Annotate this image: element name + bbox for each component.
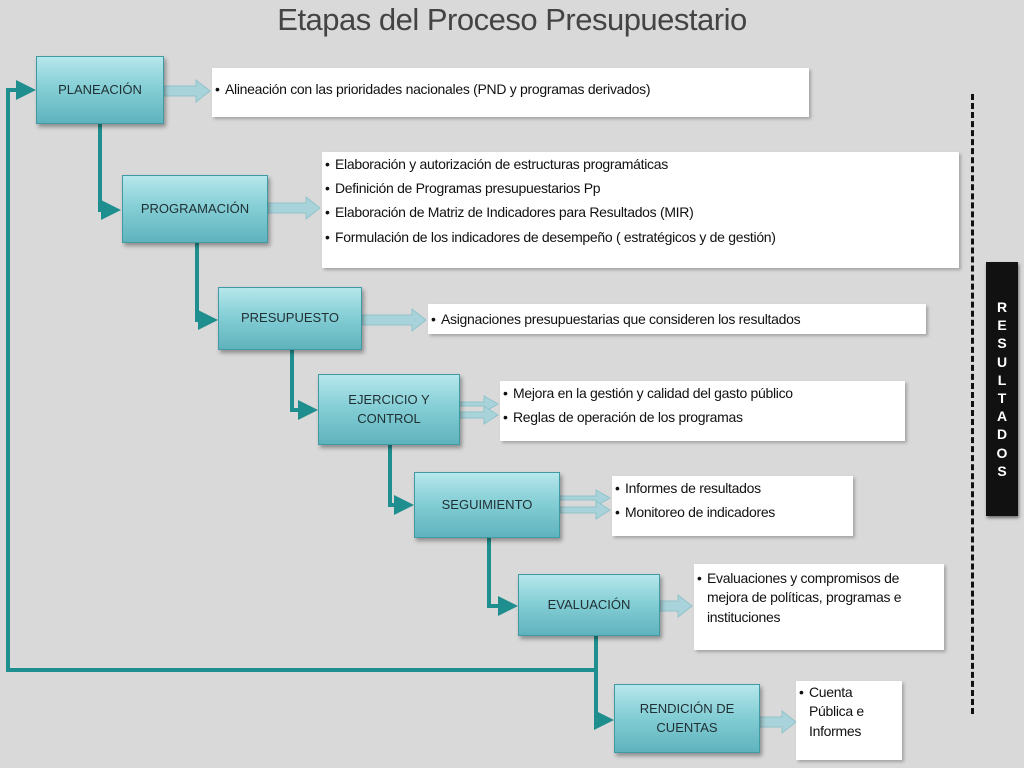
arrow-ejercicio-1	[459, 395, 500, 413]
results-divider-line	[971, 94, 974, 714]
desc-item: Definición de Programas presupuestarios …	[325, 179, 955, 197]
arrow-planeacion	[163, 78, 211, 104]
desc-item: Mejora en la gestión y calidad del gasto…	[503, 384, 901, 402]
arrow-seguimiento-1	[559, 489, 612, 507]
stage-label: PRESUPUESTO	[240, 310, 339, 326]
stage-label-line2: CUENTAS	[656, 719, 718, 735]
desc-item: Elaboración y autorización de estructura…	[325, 155, 955, 173]
desc-item: Monitoreo de indicadores	[615, 503, 849, 521]
desc-item: Cuenta Pública e Informes	[799, 683, 874, 741]
stage-programacion: PROGRAMACIÓN	[122, 175, 268, 243]
connector-planeacion-programacion	[98, 124, 121, 220]
desc-item: Elaboración de Matriz de Indicadores par…	[325, 203, 955, 221]
stage-label: PROGRAMACIÓN	[140, 200, 250, 216]
side-letter: S	[997, 462, 1007, 479]
connector-evaluacion-rendicion	[594, 636, 614, 730]
desc-item: Informes de resultados	[615, 479, 849, 497]
stage-label: SEGUIMIENTO	[441, 496, 533, 512]
arrow-rendicion	[759, 709, 797, 735]
stage-label: PLANEACIÓN	[58, 81, 142, 97]
stage-label-line2: CONTROL	[357, 410, 421, 426]
side-letter: A	[996, 408, 1008, 425]
arrow-ejercicio-2	[459, 405, 499, 425]
desc-item: Reglas de operación de los programas	[503, 408, 901, 426]
desc-item: Asignaciones presupuestarias que conside…	[431, 310, 922, 328]
stage-presupuesto: PRESUPUESTO	[218, 287, 362, 350]
side-letter: L	[997, 371, 1007, 388]
resultados-side-label: R E S U L T A D O S	[986, 262, 1018, 516]
diagram-title: Etapas del Proceso Presupuestario	[277, 2, 747, 37]
stage-label-line1: RENDICIÓN DE	[639, 700, 735, 716]
stage-ejercicio-control: EJERCICIO Y CONTROL	[318, 374, 460, 445]
arrow-seguimiento-2	[559, 500, 611, 520]
stage-seguimiento: SEGUIMIENTO	[414, 472, 560, 538]
side-letter: O	[996, 444, 1008, 461]
side-letter: R	[996, 299, 1008, 316]
connector-programacion-presupuesto	[195, 243, 218, 330]
side-letter: S	[997, 335, 1007, 352]
stage-planeacion: PLANEACIÓN	[36, 56, 164, 124]
desc-seguimiento: Informes de resultados Monitoreo de indi…	[612, 476, 853, 536]
desc-item: Alineación con las prioridades nacionale…	[215, 80, 805, 98]
desc-rendicion-cuentas: Cuenta Pública e Informes	[796, 681, 902, 760]
side-letter: E	[997, 317, 1007, 334]
side-letter: D	[996, 426, 1008, 443]
stage-evaluacion: EVALUACIÓN	[518, 574, 660, 636]
stage-label: EVALUACIÓN	[547, 596, 631, 612]
connector-ejercicio-seguimiento	[388, 445, 414, 515]
stage-rendicion-cuentas: RENDICIÓN DE CUENTAS	[614, 684, 760, 753]
desc-programacion: Elaboración y autorización de estructura…	[322, 152, 959, 268]
desc-item: Evaluaciones y compromisos de mejora de …	[697, 569, 940, 627]
arrow-presupuesto	[361, 307, 427, 333]
stage-label-line1: EJERCICIO Y	[348, 391, 430, 407]
desc-planeacion: Alineación con las prioridades nacionale…	[212, 68, 809, 117]
arrow-programacion	[267, 195, 321, 221]
desc-item: Formulación de los indicadores de desemp…	[325, 228, 955, 246]
desc-presupuesto: Asignaciones presupuestarias que conside…	[428, 304, 926, 334]
connector-presupuesto-ejercicio	[290, 350, 318, 420]
desc-evaluacion: Evaluaciones y compromisos de mejora de …	[694, 564, 944, 650]
connector-seguimiento-evaluacion	[487, 538, 518, 616]
side-letter: U	[996, 353, 1008, 370]
arrow-evaluacion	[659, 593, 693, 619]
side-letter: T	[997, 390, 1007, 406]
desc-ejercicio-control: Mejora en la gestión y calidad del gasto…	[500, 381, 905, 441]
